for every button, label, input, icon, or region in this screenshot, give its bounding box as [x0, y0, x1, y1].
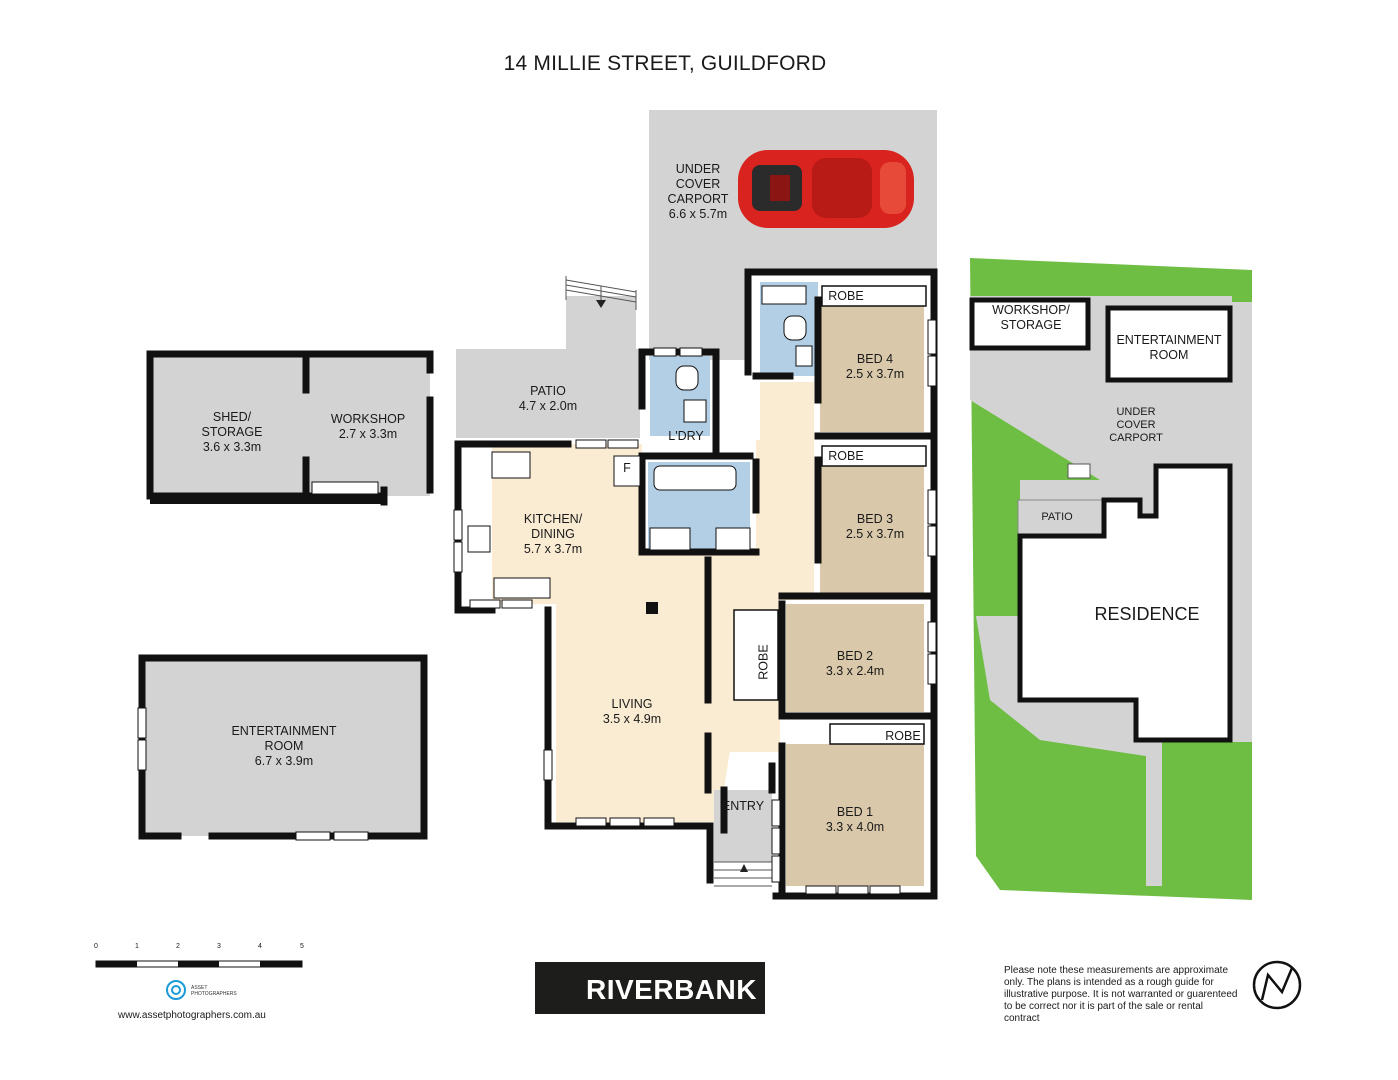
laundry-label: L'DRY	[668, 429, 704, 443]
bed2-area	[786, 604, 924, 712]
bed4-area	[820, 306, 924, 432]
brand-name: RIVERBANK	[586, 974, 757, 1005]
bed1-robe-label: ROBE	[885, 729, 921, 743]
bed2-robe-label: ROBE	[756, 644, 771, 680]
scale-mark: 3	[217, 943, 221, 950]
asset-logo-icon	[166, 980, 186, 1000]
shed-area	[150, 354, 430, 496]
bed1-area	[786, 744, 924, 886]
scale-mark: 0	[94, 943, 98, 950]
car-icon	[738, 150, 914, 228]
site-plan	[969, 258, 1252, 900]
scale-mark: 4	[258, 943, 262, 950]
fridge-label: F	[623, 461, 631, 475]
website-link[interactable]: www.assetphotographers.com.au	[118, 1010, 266, 1021]
disclaimer-text: Please note these measurements are appro…	[1004, 965, 1238, 1024]
north-arrow-icon	[1252, 960, 1302, 1010]
scale-bar	[95, 960, 303, 968]
scale-mark: 1	[135, 943, 139, 950]
brand-logo	[535, 962, 765, 1014]
patio-area	[456, 349, 640, 438]
bed3-area	[820, 466, 924, 594]
scale-mark: 2	[176, 943, 180, 950]
site-patio-label: PATIO	[1041, 511, 1073, 523]
entertainment-area	[142, 658, 424, 836]
site-residence-label: RESIDENCE	[1094, 604, 1200, 624]
site-workshop-label: WORKSHOP/STORAGE	[992, 303, 1070, 332]
bed3-robe-label: ROBE	[828, 449, 864, 463]
scale-mark: 5	[300, 943, 304, 950]
bed4-robe-label: ROBE	[828, 289, 864, 303]
entry-label: ENTRY	[721, 799, 765, 813]
plan-title: 14 MILLIE STREET, GUILDFORD	[503, 52, 827, 75]
